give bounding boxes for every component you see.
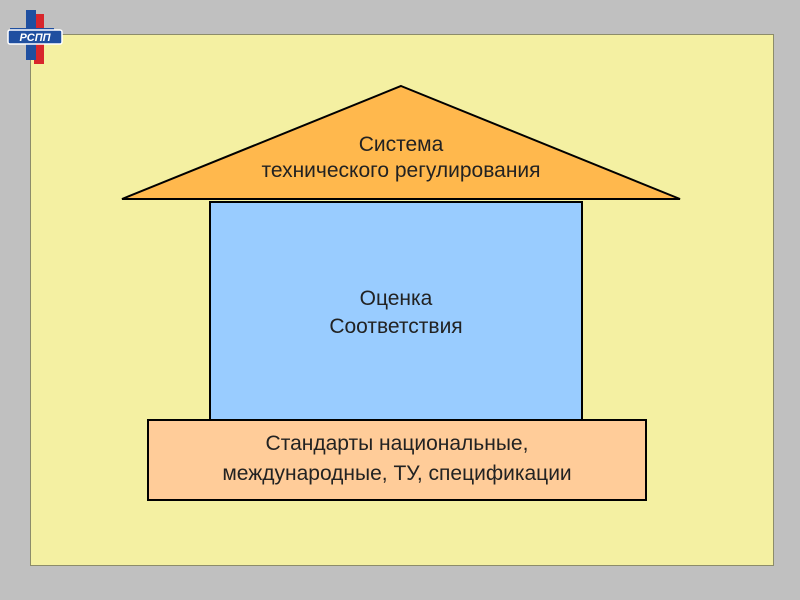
house-body-label: Оценка Соответствия [209, 285, 583, 341]
base-label-line2: международные, ТУ, спецификации [222, 462, 572, 485]
roof-label-line2: технического регулирования [261, 159, 541, 182]
house-base-box [147, 419, 647, 501]
house-body-box [209, 201, 583, 423]
house-base-label: Стандарты национальные, международные, Т… [147, 429, 647, 489]
base-label-line1: Стандарты национальные, [265, 432, 529, 455]
roof-label: Система технического регулирования [118, 132, 684, 184]
roof-triangle [121, 84, 681, 200]
roof-label-line1: Система [358, 133, 444, 156]
roof-shape [121, 84, 681, 200]
rspp-logo: РСПП [7, 10, 63, 64]
body-label-line2: Соответствия [329, 315, 463, 338]
logo-text: РСПП [19, 32, 51, 44]
body-label-line1: Оценка [359, 287, 433, 310]
logo-label-band [7, 29, 63, 45]
